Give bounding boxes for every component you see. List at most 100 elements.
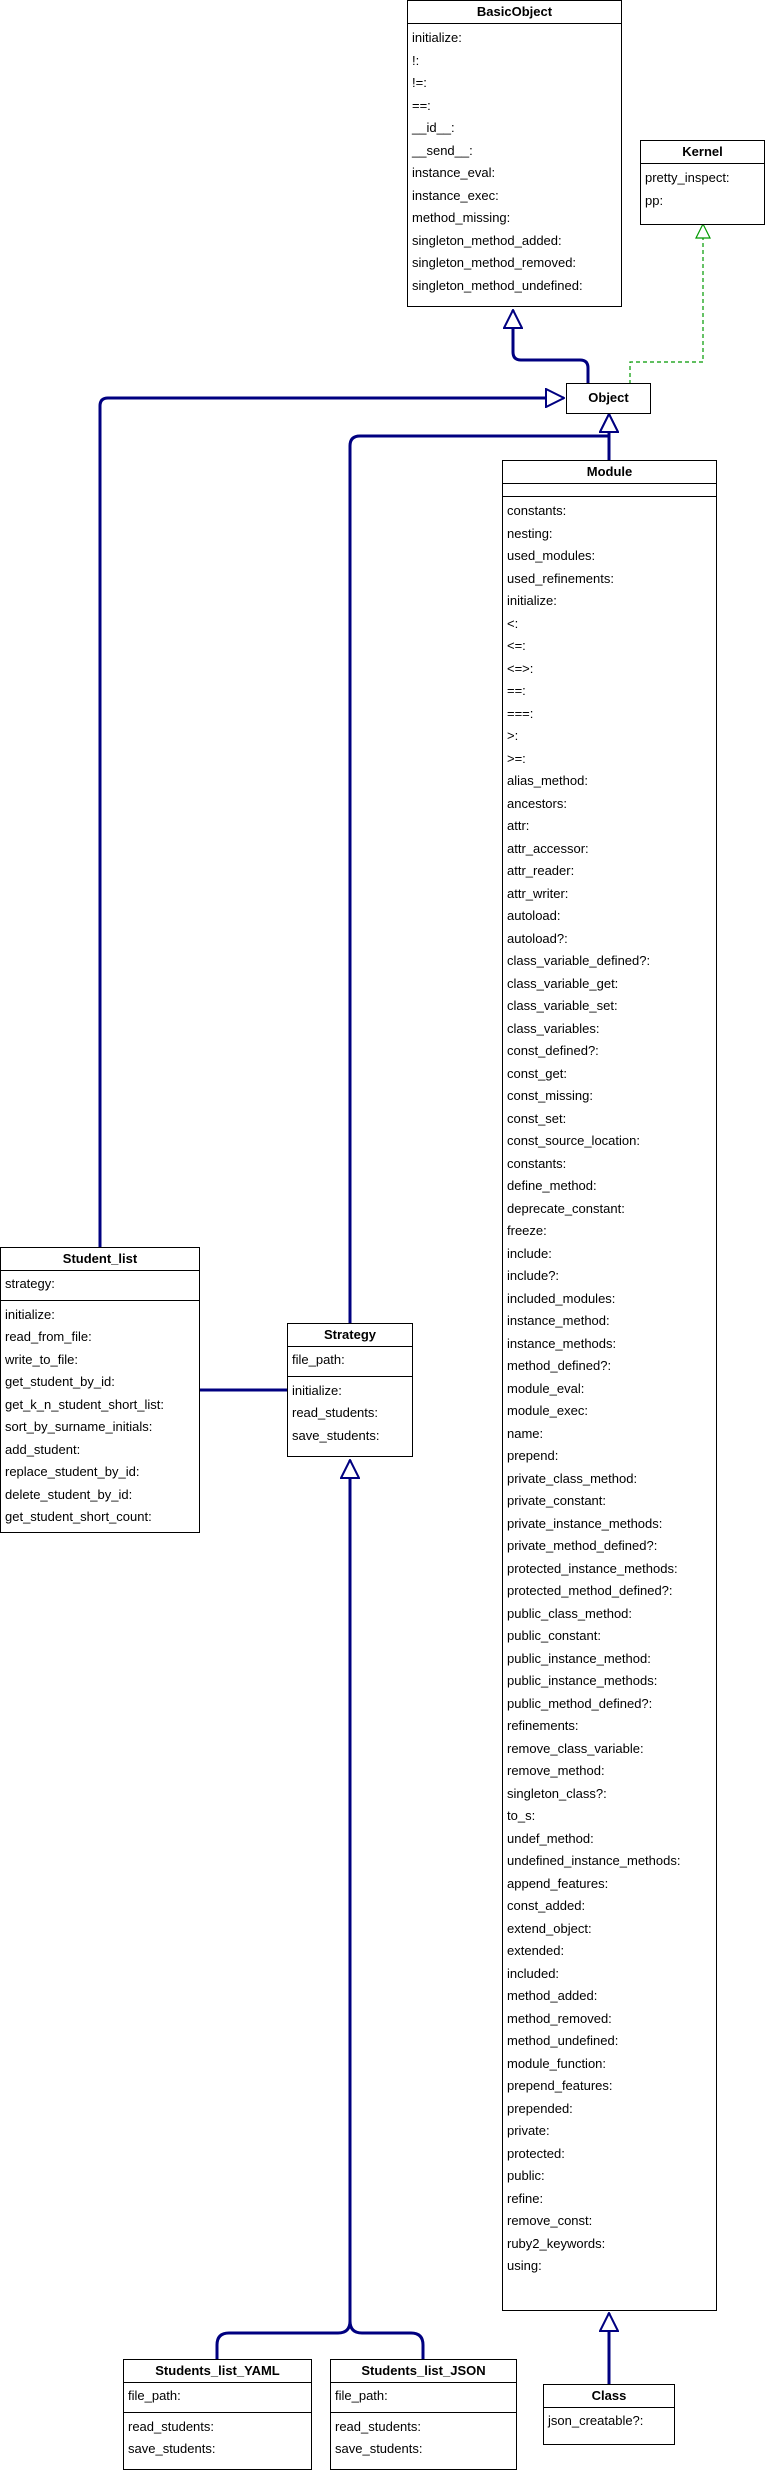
methods-compartment: pretty_inspect: pp: (641, 164, 764, 212)
class-students-list-yaml[interactable]: Students_list_YAML file_path: read_stude… (123, 2359, 312, 2470)
method-row: pp: (645, 192, 664, 208)
class-basicobject[interactable]: BasicObject initialize:!:!=:==:__id__:__… (407, 0, 622, 307)
methods-compartment: read_students: save_students: (124, 2413, 311, 2461)
method-row: __id__: (412, 120, 455, 135)
method-row: append_features: (507, 1875, 609, 1891)
attributes-compartment: strategy: (1, 1271, 199, 1301)
method-row: protected_instance_methods: (507, 1560, 678, 1576)
method-row: delete_student_by_id: (5, 1486, 133, 1502)
method-row: module_exec: (507, 1403, 588, 1418)
method-row: class_variable_get: (507, 975, 619, 991)
class-object[interactable]: Object (566, 383, 651, 414)
method-row: attr: (507, 818, 530, 833)
attribute-row: strategy: (5, 1276, 55, 1291)
attribute-row: file_path: (335, 2388, 388, 2403)
method-row: class_variable_defined?: (507, 953, 651, 968)
method-row: read_students: (292, 1405, 379, 1420)
method-row: prepend: (507, 1448, 559, 1463)
method-row: singleton_method_added: (412, 232, 562, 248)
class-strategy[interactable]: Strategy file_path: initialize: read_stud… (287, 1323, 413, 1457)
attributes-compartment: file_path: (124, 2383, 311, 2413)
method-row: const_added: (507, 1898, 586, 1913)
method-row: module_function: (507, 2055, 607, 2071)
method-row: instance_methods: (507, 1335, 617, 1351)
method-row: attr_writer: (507, 885, 569, 901)
method-row: used_refinements: (507, 570, 614, 586)
method-row: public_constant: (507, 1628, 601, 1643)
methods-compartment: initialize: read_students: save_students: (288, 1377, 412, 1448)
method-row: using: (507, 2258, 542, 2273)
methods-compartment: initialize:!:!=:==:__id__:__send__:insta… (408, 24, 621, 297)
class-name: Student_list (1, 1248, 199, 1271)
methods-compartment: read_students:save_students: (331, 2413, 516, 2461)
class-name: Strategy (288, 1324, 412, 1347)
methods-compartment: initialize:read_from_file:write_to_file:… (1, 1301, 199, 1529)
method-row: save_students: (128, 2441, 216, 2456)
class-name: BasicObject (408, 1, 621, 24)
method-row: autoload?: (507, 930, 568, 946)
method-row: class_variable_set: (507, 998, 618, 1013)
class-kernel[interactable]: Kernel pretty_inspect: pp: (640, 140, 765, 225)
method-row: method_removed: (507, 2010, 612, 2026)
method-row: initialize: (292, 1382, 342, 1398)
class-class[interactable]: Class json_creatable?: (543, 2384, 675, 2445)
method-row: nesting: (507, 525, 553, 541)
method-row: public_method_defined?: (507, 1695, 653, 1711)
method-row: protected: (507, 2145, 565, 2161)
class-name: Kernel (641, 141, 764, 164)
method-row: remove_class_variable: (507, 1740, 644, 1756)
method-row: extend_object: (507, 1920, 592, 1936)
method-row: included_modules: (507, 1290, 616, 1306)
method-row: const_defined?: (507, 1043, 599, 1058)
edge-student-list-object (98, 398, 564, 1247)
method-row: save_students: (292, 1427, 380, 1443)
method-row: read_students: (335, 2418, 422, 2434)
method-row: >: (507, 728, 519, 743)
method-row: ===: (507, 705, 534, 721)
method-row: singleton_method_undefined: (412, 277, 583, 293)
method-row: undefined_instance_methods: (507, 1853, 681, 1868)
method-row: instance_method: (507, 1313, 610, 1328)
attribute-row: file_path: (292, 1352, 345, 1367)
method-row: get_student_short_count: (5, 1509, 152, 1524)
method-row: attr_accessor: (507, 840, 589, 856)
method-row: method_added: (507, 1988, 598, 2003)
method-row: initialize: (412, 30, 462, 45)
method-row: add_student: (5, 1441, 81, 1457)
method-row: public_class_method: (507, 1605, 633, 1621)
method-row: !=: (412, 75, 427, 90)
method-row: define_method: (507, 1178, 597, 1193)
method-row: private_constant: (507, 1493, 607, 1508)
method-row: refinements: (507, 1718, 579, 1733)
method-row: read_from_file: (5, 1329, 92, 1344)
class-module[interactable]: Module constants: nesting: used_modules:us… (502, 460, 717, 2311)
method-row: refine: (507, 2190, 544, 2206)
class-students-list-json[interactable]: Students_list_JSON file_path: read_stude… (330, 2359, 517, 2470)
method-row: include: (507, 1245, 552, 1261)
method-row: protected_method_defined?: (507, 1583, 673, 1598)
method-row: private_method_defined?: (507, 1538, 658, 1553)
class-name: Module (503, 461, 716, 484)
attribute-row: file_path: (128, 2388, 181, 2403)
class-student-list[interactable]: Student_list strategy: initialize:read_f… (0, 1247, 200, 1533)
method-row: pretty_inspect: (645, 170, 730, 185)
method-row: write_to_file: (5, 1351, 78, 1367)
class-name: Class (544, 2385, 674, 2408)
method-row: const_missing: (507, 1088, 593, 1103)
method-row: constants: (507, 503, 567, 518)
attributes-compartment: json_creatable?: (544, 2408, 674, 2437)
edge-object-kernel (629, 224, 703, 384)
method-row: method_missing: (412, 210, 511, 225)
method-row: singleton_class?: (507, 1785, 607, 1801)
edge-strategy-object (348, 414, 609, 1323)
method-row: read_students: (128, 2418, 215, 2434)
method-row: >=: (507, 750, 526, 766)
method-row: initialize: (507, 593, 557, 608)
method-row: deprecate_constant: (507, 1200, 625, 1216)
method-row: const_get: (507, 1065, 567, 1081)
method-row: prepended: (507, 2100, 573, 2116)
method-row: private: (507, 2123, 550, 2138)
method-row: alias_method: (507, 773, 588, 788)
method-row: get_student_by_id: (5, 1374, 115, 1389)
method-row: used_modules: (507, 548, 596, 563)
